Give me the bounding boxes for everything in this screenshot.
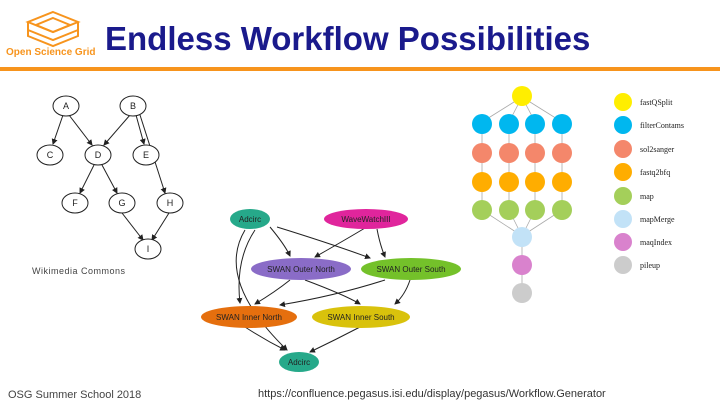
swan-node-inner-north (201, 306, 297, 328)
pipeline-node-maqindex (512, 255, 532, 275)
swan-node-adcirc-top (230, 209, 270, 229)
logo-text: Open Science Grid (6, 47, 96, 58)
pipeline-node-bfq-2 (499, 172, 519, 192)
pipeline-node-sol-4 (552, 143, 572, 163)
dag1-node-g: G (118, 198, 125, 208)
dag1-node-d: D (95, 150, 102, 160)
dag1-node-b: B (130, 101, 136, 111)
slide-title: Endless Workflow Possibilities (105, 20, 591, 57)
pipeline-node-filter-2 (499, 114, 519, 134)
pipeline-node-map-4 (552, 200, 572, 220)
pipeline-node-sol-3 (525, 143, 545, 163)
pipeline-legend: fastQSplit filterContams sol2sanger fast… (614, 93, 684, 274)
pipeline-node-filter-3 (525, 114, 545, 134)
swan-node-inner-south (312, 306, 410, 328)
legend-label-fastqsplit: fastQSplit (640, 98, 673, 107)
dag1-node-c: C (47, 150, 54, 160)
pipeline-node-map-3 (525, 200, 545, 220)
pipeline-node-pileup (512, 283, 532, 303)
legend-swatch-pileup (614, 256, 632, 274)
legend-label-pileup: pileup (640, 261, 660, 270)
swan-label-wavewatch: WaveWatchIII (341, 215, 390, 224)
legend-label-map: map (640, 192, 654, 201)
swan-label-outer-north: SWAN Outer North (267, 265, 335, 274)
swan-node-adcirc-bottom (279, 352, 319, 372)
legend-swatch-maqindex (614, 233, 632, 251)
pipeline-node-filter-1 (472, 114, 492, 134)
swan-label-inner-south: SWAN Inner South (327, 313, 394, 322)
legend-label-mapmerge: mapMerge (640, 215, 675, 224)
swan-node-outer-north (251, 258, 351, 280)
pipeline-node-bfq-1 (472, 172, 492, 192)
footer-event-name: OSG Summer School 2018 (8, 389, 142, 401)
pipeline-node-bfq-4 (552, 172, 572, 192)
pipeline-node-map-2 (499, 200, 519, 220)
legend-swatch-map (614, 187, 632, 205)
legend-swatch-mapmerge (614, 210, 632, 228)
dag1-node-f: F (72, 198, 78, 208)
legend-swatch-fastq2bfq (614, 163, 632, 181)
legend-swatch-filtercontams (614, 116, 632, 134)
swan-label-outer-south: SWAN Outer South (376, 265, 445, 274)
dag-pipeline (472, 86, 572, 303)
legend-label-fastq2bfq: fastq2bfq (640, 168, 670, 177)
osg-logo-icon (25, 10, 81, 48)
dag-swan: Adcirc WaveWatchIII SWAN Outer North SWA… (201, 209, 461, 372)
legend-label-maqindex: maqIndex (640, 238, 672, 247)
pipeline-node-sol-1 (472, 143, 492, 163)
swan-label-adcirc-top: Adcirc (239, 215, 261, 224)
title-rule (0, 67, 720, 71)
swan-label-adcirc-bottom: Adcirc (288, 358, 310, 367)
legend-label-filtercontams: filterContams (640, 121, 684, 130)
dag1-node-h: H (167, 198, 174, 208)
image-credit: Wikimedia Commons (32, 266, 126, 276)
pipeline-node-sol-2 (499, 143, 519, 163)
swan-node-wavewatch (324, 209, 408, 229)
footer-source-link[interactable]: https://confluence.pegasus.isi.edu/displ… (258, 388, 606, 400)
swan-node-outer-south (361, 258, 461, 280)
pipeline-node-filter-4 (552, 114, 572, 134)
pipeline-node-fastqsplit (512, 86, 532, 106)
dag-letters: A B C D E F G H I (36, 95, 184, 260)
legend-label-sol2sanger: sol2sanger (640, 145, 675, 154)
pipeline-node-bfq-3 (525, 172, 545, 192)
dag1-node-e: E (143, 150, 149, 160)
legend-swatch-fastqsplit (614, 93, 632, 111)
legend-swatch-sol2sanger (614, 140, 632, 158)
dag1-node-i: I (147, 244, 150, 254)
pipeline-node-map-1 (472, 200, 492, 220)
dag1-node-a: A (63, 101, 69, 111)
pipeline-node-mapmerge (512, 227, 532, 247)
swan-label-inner-north: SWAN Inner North (216, 313, 282, 322)
